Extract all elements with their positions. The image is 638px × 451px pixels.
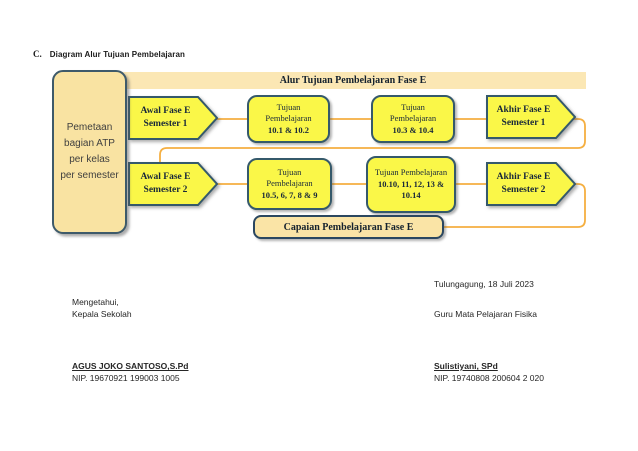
diagram-title-bar: Alur Tujuan Pembelajaran Fase E <box>120 72 586 89</box>
signoff-right-signature: Sulistiyani, SPd NIP. 19740808 200604 2 … <box>434 360 544 384</box>
pentagon-awal-semester-2: Awal Fase E Semester 2 <box>128 162 218 206</box>
signoff-right-nip: NIP. 19740808 200604 2 020 <box>434 373 544 383</box>
step-line: Tujuan <box>276 101 301 112</box>
pentagon-label: Akhir Fase E <box>496 172 551 182</box>
pentagon-label: Semester 2 <box>143 185 188 195</box>
signoff-left-role-line2: Kepala Sekolah <box>72 309 132 319</box>
section-heading: C. Diagram Alur Tujuan Pembelajaran <box>33 49 185 59</box>
capaian-box: Capaian Pembelajaran Fase E <box>253 215 444 239</box>
capaian-label: Capaian Pembelajaran Fase E <box>283 221 414 233</box>
mapping-line: per kelas <box>69 154 110 165</box>
pentagon-label: Semester 2 <box>501 185 546 195</box>
step-codes: 10.14 <box>401 190 421 201</box>
signoff-left-nip: NIP. 19670921 199003 1005 <box>72 373 180 383</box>
pentagon-label: Semester 1 <box>501 118 546 128</box>
step-box-tp-10-3-10-4: Tujuan Pembelajaran 10.3 & 10.4 <box>371 95 455 143</box>
pentagon-akhir-semester-1: Akhir Fase E Semester 1 <box>486 95 576 139</box>
signoff-left-name: AGUS JOKO SANTOSO,S.Pd <box>72 361 189 371</box>
step-codes: 10.3 & 10.4 <box>392 124 434 135</box>
step-box-tp-10-10-to-14: Tujuan Pembelajaran 10.10, 11, 12, 13 & … <box>366 156 456 213</box>
pentagon-label: Semester 1 <box>143 119 188 129</box>
step-line: Pembelajaran <box>265 113 312 124</box>
pentagon-awal-semester-1: Awal Fase E Semester 1 <box>128 96 218 140</box>
mapping-line: bagian ATP <box>64 138 115 149</box>
mapping-line: Pemetaan <box>66 122 113 133</box>
mapping-box: Pemetaan bagian ATP per kelas per semest… <box>52 70 127 234</box>
step-codes: 10.5, 6, 7, 8 & 9 <box>261 189 318 200</box>
step-codes: 10.1 & 10.2 <box>267 124 310 135</box>
step-line: Tujuan <box>401 101 425 112</box>
signoff-left-signature: AGUS JOKO SANTOSO,S.Pd NIP. 19670921 199… <box>72 360 189 384</box>
diagram-title: Alur Tujuan Pembelajaran Fase E <box>279 75 427 86</box>
mapping-line: per semester <box>60 170 119 181</box>
signoff-right-name: Sulistiyani, SPd <box>434 361 498 371</box>
step-line: Tujuan Pembelajaran <box>374 167 448 178</box>
section-title: Diagram Alur Tujuan Pembelajaran <box>49 50 185 59</box>
step-box-tp-10-1-10-2: Tujuan Pembelajaran 10.1 & 10.2 <box>247 95 330 143</box>
pentagon-label: Akhir Fase E <box>496 105 551 115</box>
pentagon-akhir-semester-2: Akhir Fase E Semester 2 <box>486 162 576 206</box>
signoff-left-role-line1: Mengetahui, <box>72 297 119 307</box>
section-letter: C. <box>33 49 42 59</box>
place-date: Tulungagung, 18 Juli 2023 <box>434 279 534 289</box>
pentagon-label: Awal Fase E <box>140 106 191 116</box>
step-line: Pembelajaran <box>389 113 437 124</box>
step-line: Tujuan <box>277 166 302 177</box>
signoff-left-role: Mengetahui, Kepala Sekolah <box>72 296 132 320</box>
step-box-tp-10-5-to-9: Tujuan Pembelajaran 10.5, 6, 7, 8 & 9 <box>247 158 332 210</box>
step-codes: 10.10, 11, 12, 13 & <box>377 178 445 189</box>
pentagon-label: Awal Fase E <box>140 172 191 182</box>
step-line: Pembelajaran <box>266 178 313 189</box>
signoff-right-role: Guru Mata Pelajaran Fisika <box>434 309 537 319</box>
